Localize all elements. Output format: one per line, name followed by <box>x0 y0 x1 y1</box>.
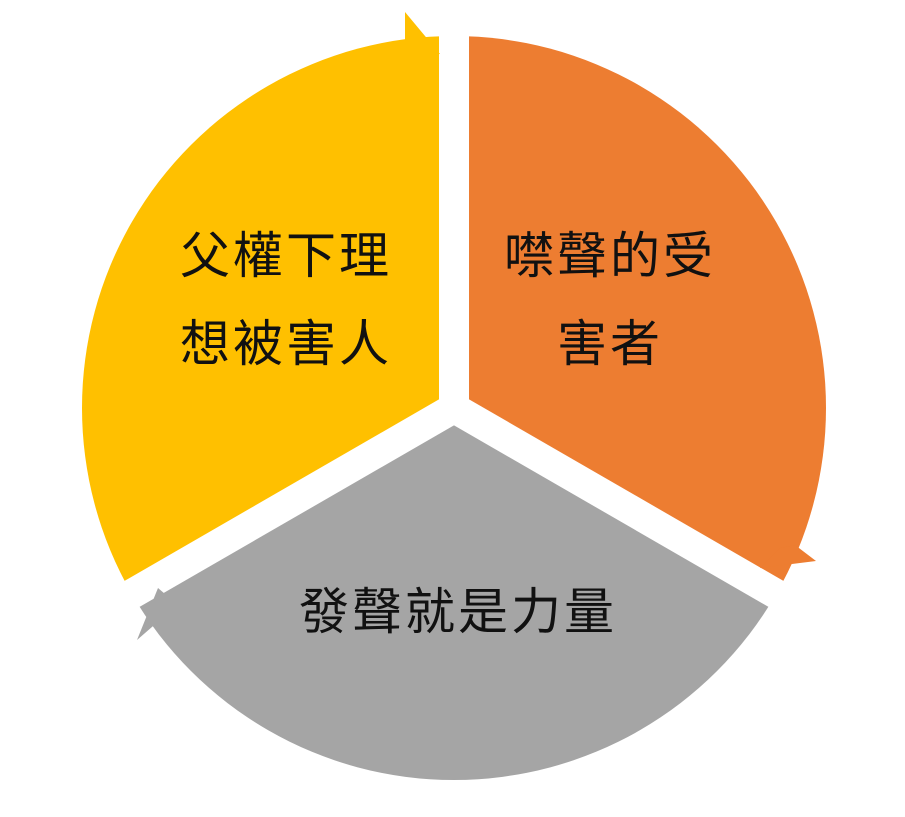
segment-gap <box>446 395 816 626</box>
label-line: 噤聲的受 <box>504 227 716 285</box>
segment-label-orange: 噤聲的受 害者 <box>490 212 730 388</box>
label-line: 發聲就是力量 <box>299 583 617 641</box>
arrowhead-gray <box>137 588 172 640</box>
segment-gap <box>92 395 462 626</box>
arrowhead-yellow <box>405 12 440 56</box>
arrowhead-orange <box>760 545 816 568</box>
label-line: 想被害人 <box>180 315 392 373</box>
label-line: 害者 <box>557 315 663 373</box>
label-line: 父權下理 <box>180 227 392 285</box>
segment-label-yellow: 父權下理 想被害人 <box>180 212 392 388</box>
segment-label-gray: 發聲就是力量 <box>278 568 638 656</box>
